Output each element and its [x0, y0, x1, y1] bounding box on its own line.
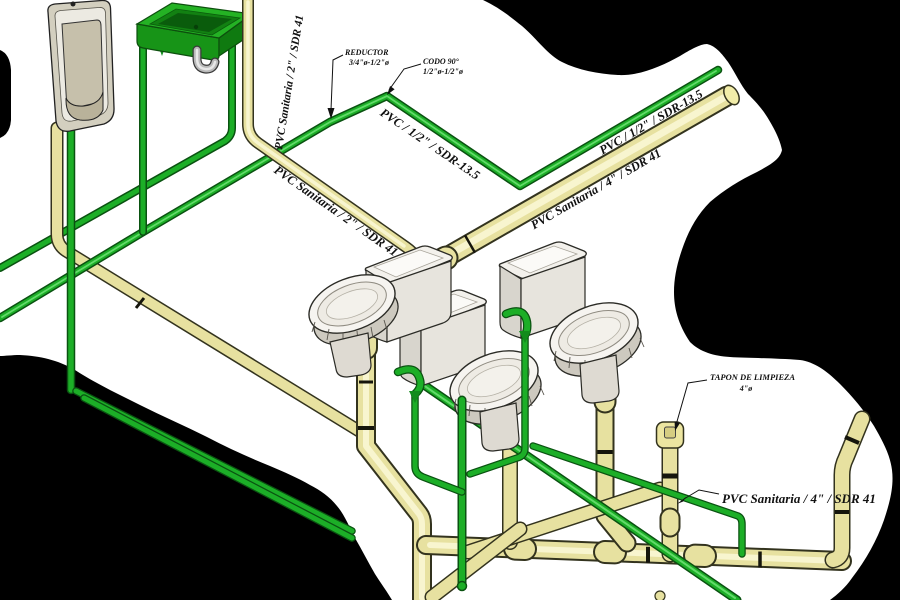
codo-arrowhead [387, 86, 395, 95]
supply-pipes-front [72, 307, 746, 592]
label-cleanout-size: 4"ø [739, 384, 753, 393]
supply-main-line [0, 65, 723, 323]
sink-drain-hole [193, 24, 199, 30]
label-sanitary-4-bottom: PVC Sanitaria / 4" / SDR 41 [722, 491, 876, 506]
label-codo-size: 1/2"ø-1/2"ø [423, 67, 464, 76]
pipe-end-cap [723, 84, 740, 106]
toilet3-supply-riser [466, 330, 529, 478]
toilet-1 [308, 245, 453, 378]
label-reductor: REDUCTOR [344, 48, 389, 57]
small-fitting [654, 590, 666, 600]
sink-p-trap [192, 45, 220, 74]
toilet3-fill-arrow [501, 307, 532, 343]
label-cleanout: TAPON DE LIMPIEZA [710, 372, 795, 382]
codo-leader-line [388, 63, 422, 91]
left-edge-notch [0, 50, 11, 138]
label-reductor-size: 3/4"ø-1/2"ø [348, 58, 390, 67]
sink-basin-deep [158, 13, 232, 32]
lower-supply-pair [72, 387, 356, 542]
urinal-drain-pipe [50, 121, 371, 441]
sanitary-4-bottom-arrowhead [677, 496, 687, 504]
toilet2-supply-riser [411, 390, 466, 496]
cleanout-leader-line [675, 379, 708, 426]
reductor-leader-line [330, 54, 344, 111]
toilet2-fill-arrow [393, 365, 425, 403]
cleanout-pipe [655, 421, 685, 563]
crossing-branch-pipe [424, 521, 528, 600]
cleanout-cap-knob [664, 426, 676, 439]
reductor-arrowhead [327, 108, 335, 119]
sanitary-4-bottom-leader [683, 489, 720, 500]
fixtures [47, 0, 651, 452]
label-codo: CODO 90° [423, 57, 460, 66]
urinal-sensor [70, 1, 76, 7]
urinal-fixture [47, 0, 115, 132]
cleanout-arrowhead [674, 421, 680, 431]
right-supply-branch [529, 442, 746, 558]
right-end-pipe [824, 410, 871, 569]
pipe-joint-ring [134, 297, 146, 309]
sink-vent-pipe [0, 12, 236, 272]
